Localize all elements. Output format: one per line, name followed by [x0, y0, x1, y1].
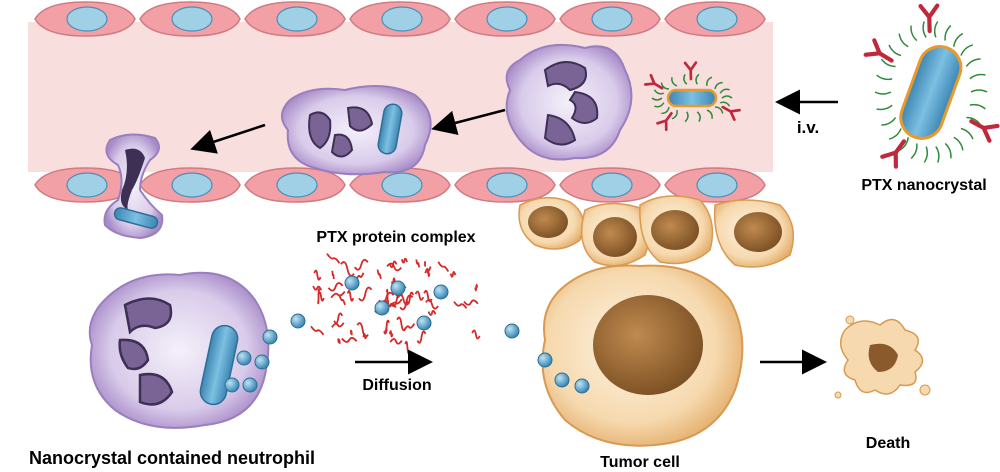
- peg-chain-icon: [923, 146, 929, 163]
- peg-chain-icon: [714, 81, 723, 90]
- peg-chain-icon: [960, 127, 974, 140]
- endothelial-row-bottom: [34, 167, 766, 203]
- ptx-bead: [262, 329, 278, 345]
- endothelial-row-top: [34, 1, 766, 37]
- peg-chain-icon: [888, 128, 902, 140]
- peg-chain-icon: [969, 103, 986, 110]
- endothelial-cell: [349, 1, 451, 37]
- endothelial-cell: [139, 1, 241, 37]
- endothelial-cell: [244, 1, 346, 37]
- ptx-bead: [537, 352, 553, 368]
- peg-chain-icon: [910, 143, 918, 159]
- ptx-bead: [574, 378, 590, 394]
- peg-chain-icon: [881, 117, 897, 126]
- peg-chain-icon: [910, 25, 918, 42]
- peg-chain-icon: [684, 111, 689, 123]
- peg-chain-icon: [696, 111, 701, 122]
- antibody-icon: [683, 61, 698, 81]
- peg-chain-icon: [660, 82, 670, 90]
- peg-chain-icon: [880, 58, 896, 68]
- dead-cell: [834, 315, 931, 399]
- nanocrystal-contained-neutrophil: [88, 271, 270, 429]
- ptx-bead: [224, 377, 240, 393]
- ptx-bead: [290, 313, 306, 329]
- label-ptx-nanocrystal: PTX nanocrystal: [861, 177, 986, 194]
- endothelial-cell: [244, 167, 346, 203]
- label-ptx-protein-complex: PTX protein complex: [316, 229, 475, 246]
- endothelial-cell: [559, 167, 661, 203]
- peg-chain-icon: [671, 110, 678, 120]
- antibody-icon: [721, 105, 741, 121]
- peg-chain-icon: [969, 73, 986, 80]
- peg-chain-icon: [671, 77, 678, 87]
- peg-chain-icon: [960, 44, 974, 56]
- peg-chain-icon: [952, 32, 964, 47]
- peg-chain-icon: [719, 101, 731, 107]
- peg-chain-icon: [933, 21, 939, 38]
- arrow-phagocytosis: [431, 108, 506, 136]
- peg-chain-icon: [944, 142, 952, 159]
- peg-chain-icon: [721, 95, 733, 99]
- ptx-bead: [236, 350, 252, 366]
- tumor-cluster: [518, 195, 795, 268]
- endothelial-cell: [454, 167, 556, 203]
- peg-chain-icon: [888, 44, 902, 57]
- peg-chain-icon: [922, 21, 927, 38]
- peg-chain-icon: [898, 33, 909, 48]
- ptx-beads: [224, 313, 590, 394]
- antibody-icon: [918, 3, 940, 34]
- ptx-bead: [504, 323, 520, 339]
- antibody-icon: [643, 73, 664, 90]
- endothelial-cell: [559, 1, 661, 37]
- peg-chain-icon: [953, 136, 964, 151]
- tumor-cell-main: [541, 264, 744, 447]
- ptx-protein-complex: [310, 253, 481, 354]
- endothelial-cell: [139, 167, 241, 203]
- antibody-icon: [656, 112, 673, 131]
- endothelial-cell: [349, 167, 451, 203]
- peg-chain-icon: [719, 88, 730, 94]
- peg-chain-icon: [661, 106, 670, 115]
- peg-chain-icon: [970, 89, 988, 93]
- label-death: Death: [866, 435, 910, 452]
- peg-chain-icon: [714, 106, 724, 114]
- peg-chain-icon: [653, 89, 665, 95]
- ptx-bead: [254, 354, 270, 370]
- peg-chain-icon: [706, 109, 713, 119]
- peg-chain-icon: [944, 25, 952, 41]
- label-diffusion: Diffusion: [362, 377, 431, 394]
- peg-chain-icon: [876, 104, 893, 111]
- neutrophil-with-nanocrystal: [281, 85, 432, 176]
- endothelial-cell: [664, 1, 766, 37]
- peg-chain-icon: [874, 91, 892, 95]
- ptx-nanocrystal-large: [863, 3, 1000, 169]
- antibody-icon: [969, 119, 1000, 143]
- antibody-icon: [880, 139, 907, 169]
- neutrophil-circulating: [505, 43, 633, 161]
- peg-chain-icon: [683, 74, 688, 85]
- peg-chain-icon: [965, 58, 981, 67]
- antibody-icon: [863, 38, 894, 63]
- endothelial-cell: [34, 1, 136, 37]
- peg-chain-icon: [651, 97, 663, 101]
- endothelial-cell: [454, 1, 556, 37]
- label-tumor-cell: Tumor cell: [600, 454, 680, 471]
- arrow-transmigration: [190, 123, 266, 154]
- peg-chain-icon: [695, 73, 700, 85]
- peg-chain-icon: [935, 146, 940, 163]
- peg-chain-icon: [876, 74, 893, 81]
- label-nanocrystal-neutrophil: Nanocrystal contained neutrophil: [29, 448, 315, 468]
- peg-chain-icon: [706, 76, 713, 86]
- ptx-bead: [242, 377, 258, 393]
- neutrophil-transmigrating: [103, 133, 164, 240]
- peg-chain-icon: [654, 102, 665, 108]
- label-iv: i.v.: [797, 118, 819, 137]
- ptx-bead: [554, 372, 570, 388]
- nanocrystal-small: [643, 61, 741, 131]
